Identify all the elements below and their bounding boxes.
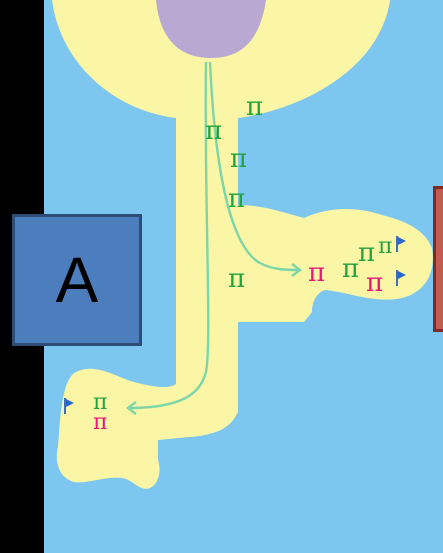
arrowhead-right [291,263,302,277]
pi-molecule-red: π [93,410,108,435]
flag-icon [64,398,74,414]
flag-icon [396,236,406,252]
pi-molecule: π [246,92,264,122]
pi-molecule: π [205,116,223,146]
nucleus [156,0,266,58]
panel-a-label: A [12,214,142,346]
transport-arrow-left [127,61,210,410]
panel-b-label [433,186,443,332]
pi-molecule-red: π [308,258,326,288]
pi-molecule: π [230,144,248,174]
pi-molecule-red: π [366,268,384,298]
pi-molecule: π [342,254,360,284]
pi-molecule: π [358,238,376,268]
panel-a-letter: A [55,244,99,316]
pi-molecule: π [228,264,246,294]
pi-molecule: π [228,184,246,214]
pi-molecule: π [93,390,108,415]
flag-icon [396,270,406,286]
arrowhead-left [126,401,137,415]
pi-molecule: π [378,234,393,259]
transport-arrow-right [208,61,301,272]
